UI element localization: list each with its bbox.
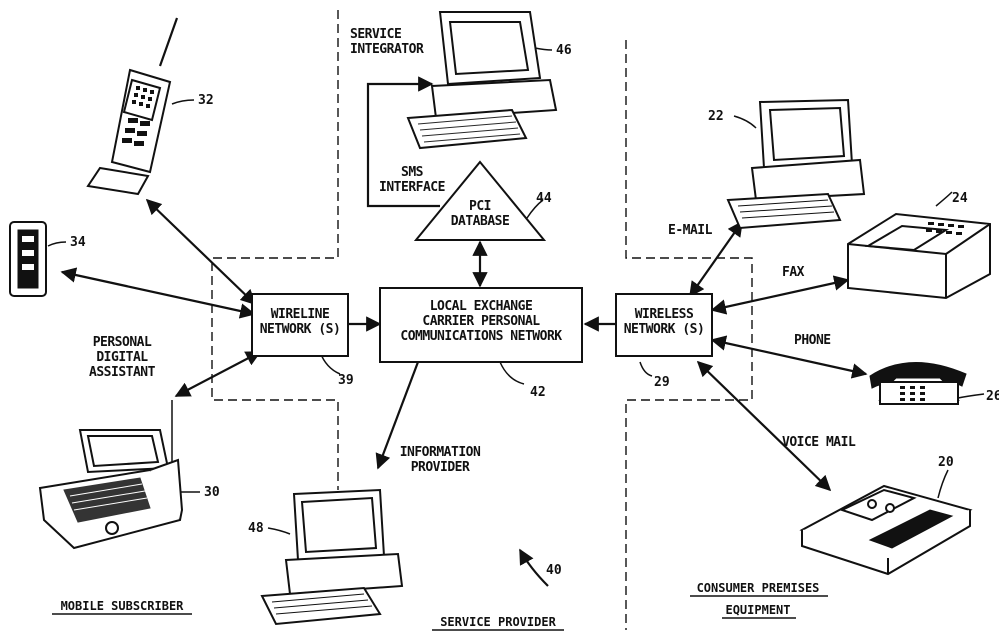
ref-42: 42 <box>530 385 546 400</box>
fax-label: FAX <box>782 265 805 280</box>
link-pda-wireline <box>174 351 262 397</box>
pci-database-triangle <box>413 160 547 241</box>
link-wireless-email <box>689 220 743 298</box>
link-wireless-voicemail <box>696 360 832 492</box>
region-boundaries <box>211 10 753 630</box>
ref-29: 29 <box>654 375 670 390</box>
ref-48: 48 <box>248 521 264 536</box>
leader-24 <box>935 191 953 207</box>
phone-label: PHONE <box>794 333 831 348</box>
leader-48 <box>267 527 291 535</box>
voice-mail-label: VOICE MAIL <box>782 435 856 450</box>
connections <box>47 47 985 631</box>
pda-terminal-30-icon <box>38 429 184 550</box>
computer-22-icon <box>726 98 866 230</box>
leader-34 <box>47 241 67 247</box>
telephone-26-icon <box>869 362 967 405</box>
voice-mail-machine-20-icon <box>799 484 973 576</box>
leader-46 <box>534 47 553 51</box>
email-label: E-MAIL <box>668 223 713 238</box>
ref-32: 32 <box>198 93 214 108</box>
link-lec-info-provider <box>375 361 420 470</box>
ref-39: 39 <box>338 373 354 388</box>
leader-26 <box>957 393 985 399</box>
service-provider-label: SERVICE PROVIDER <box>440 615 556 629</box>
wireline-network-box <box>251 293 349 357</box>
ref-40: 40 <box>546 563 562 578</box>
ref-22: 22 <box>708 109 724 124</box>
ref-30: 30 <box>204 485 220 500</box>
leader-29 <box>639 361 653 377</box>
ref-34: 34 <box>70 235 86 250</box>
computer-46-icon <box>406 11 558 150</box>
link-pager-34-wireline <box>60 267 256 319</box>
pager-34-icon <box>9 221 47 297</box>
lec-network-box <box>379 287 583 363</box>
ref-44: 44 <box>536 191 552 206</box>
ref-24: 24 <box>952 191 968 206</box>
link-wireless-phone <box>710 335 868 379</box>
wireless-network-box <box>615 293 713 357</box>
ref-46: 46 <box>556 43 572 58</box>
system-40-arrow <box>519 548 549 587</box>
leader-32 <box>171 99 195 105</box>
leader-42 <box>499 361 525 385</box>
ref-20: 20 <box>938 455 954 470</box>
ref-26: 26 <box>986 389 999 404</box>
leader-20 <box>937 469 949 499</box>
fax-machine-24-icon <box>847 212 991 300</box>
link-wireless-fax <box>710 275 850 315</box>
link-pci-service-integrator <box>366 76 440 208</box>
leader-22 <box>733 115 757 129</box>
link-phone-32-wireline <box>145 198 257 306</box>
mobile-subscriber-label: MOBILE SUBSCRIBER <box>61 599 185 613</box>
computer-48-icon <box>260 488 404 626</box>
cellular-phone-32-icon <box>86 17 179 196</box>
leader-44 <box>526 199 544 219</box>
